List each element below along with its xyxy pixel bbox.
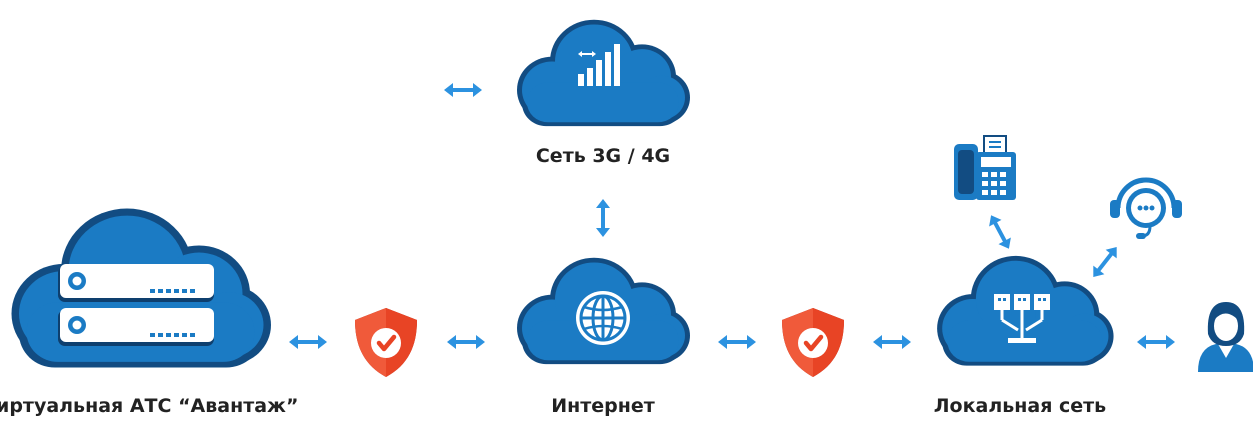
signal-bars-icon [578,44,620,86]
arrow-fax-lan [985,212,1015,252]
arrow-pbx-shield [287,333,329,351]
mobile-network-cloud [517,19,690,127]
virtual-pbx-label: Виртуальная АТС “Авантаж” [0,395,298,417]
internet-label: Интернет [551,395,655,417]
shield-check-icon [782,308,844,377]
local-network-label: Локальная сеть [934,395,1106,417]
support-chat-icon [1110,177,1182,239]
shield-check-icon [355,308,417,377]
mobile-network-label: Сеть 3G / 4G [536,145,670,167]
arrow-top-left [442,81,484,99]
arrow-mobile-internet [594,197,612,239]
arrow-lan-user [1135,333,1177,351]
server-icon [58,264,214,346]
arrow-support-lan [1085,240,1125,284]
user-icon [1198,302,1253,372]
local-network-cloud [937,255,1114,366]
fax-machine-icon [954,135,1016,200]
arrow-shield-lan [871,333,913,351]
arrow-internet-shield [716,333,758,351]
network-switch-icon [994,294,1050,343]
globe-icon [576,291,630,345]
arrow-shield-internet [445,333,487,351]
